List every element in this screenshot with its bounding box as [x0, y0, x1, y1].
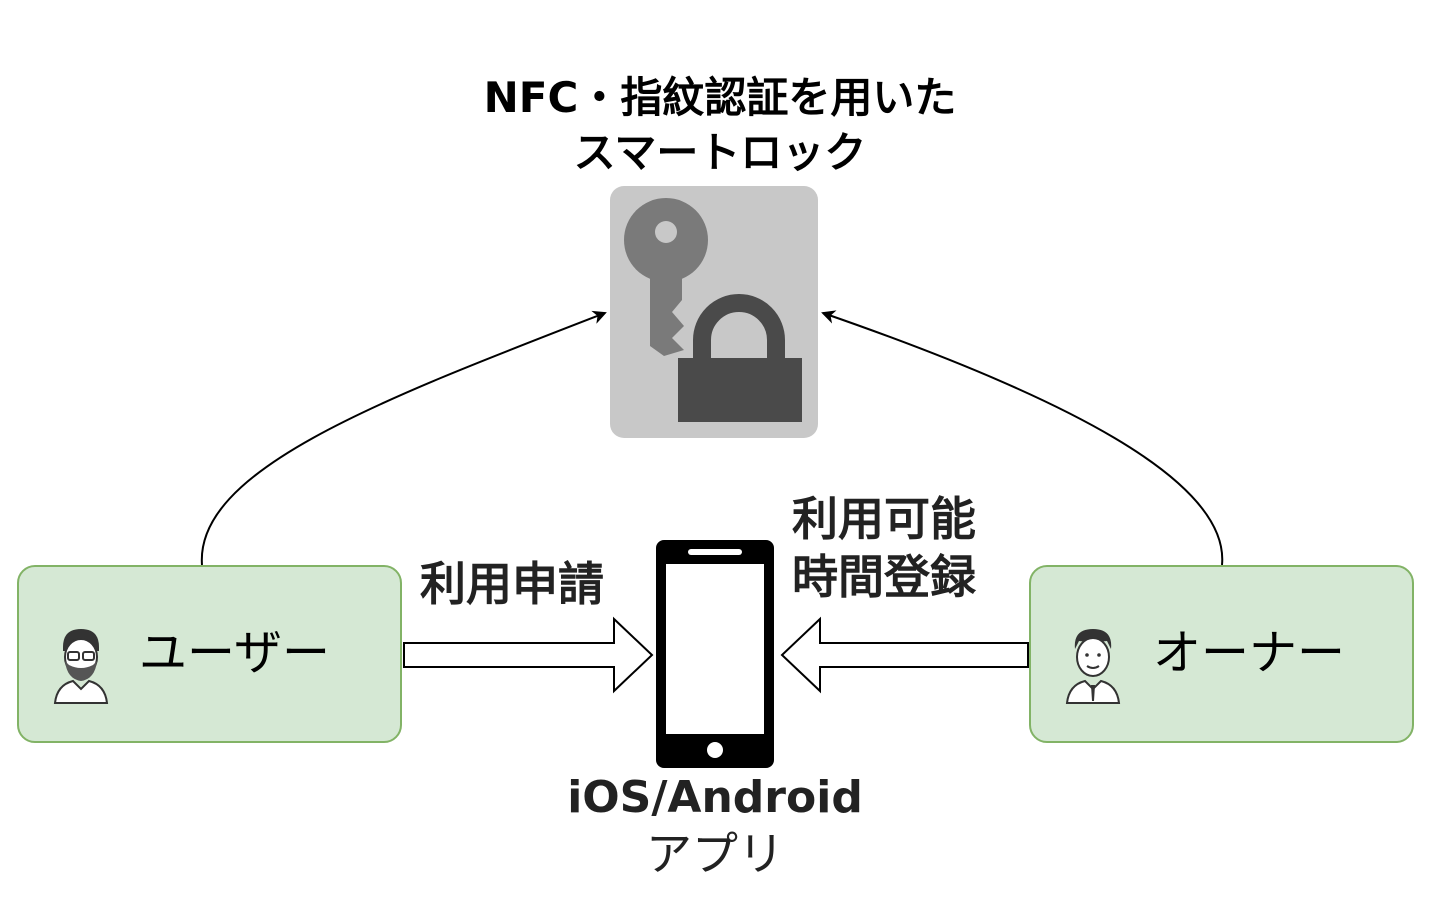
user-label: ユーザー [139, 625, 331, 681]
title-line-2: スマートロック [573, 128, 867, 177]
register-label-line-1: 利用可能 [792, 492, 976, 546]
register-label-line-2: 時間登録 [792, 550, 976, 604]
owner-node[interactable]: オーナー [1029, 565, 1414, 743]
owner-label: オーナー [1153, 625, 1346, 681]
bearded-man-avatar-icon [53, 629, 109, 704]
smart-lock-icon [610, 186, 818, 438]
title-line-1: NFC・指紋認証を用いた [483, 73, 957, 122]
smartphone-icon [656, 540, 774, 768]
request-label-text: 利用申請 [420, 557, 604, 611]
user-node[interactable]: ユーザー [17, 565, 402, 743]
register-block-arrow [780, 616, 1029, 694]
smart-lock-title: NFC・指紋認証を用いた スマートロック [420, 70, 1020, 180]
app-label-line-1: iOS/Android [567, 772, 863, 823]
request-edge-label: 利用申請 [420, 555, 604, 613]
register-edge-label: 利用可能 時間登録 [792, 490, 976, 606]
app-label-line-2: アプリ [646, 827, 784, 881]
user-to-lock-arrow [200, 310, 607, 566]
owner-to-lock-arrow [821, 310, 1224, 566]
request-block-arrow [403, 616, 654, 694]
app-label: iOS/Android アプリ [530, 770, 900, 882]
man-in-suit-avatar-icon [1065, 629, 1121, 704]
